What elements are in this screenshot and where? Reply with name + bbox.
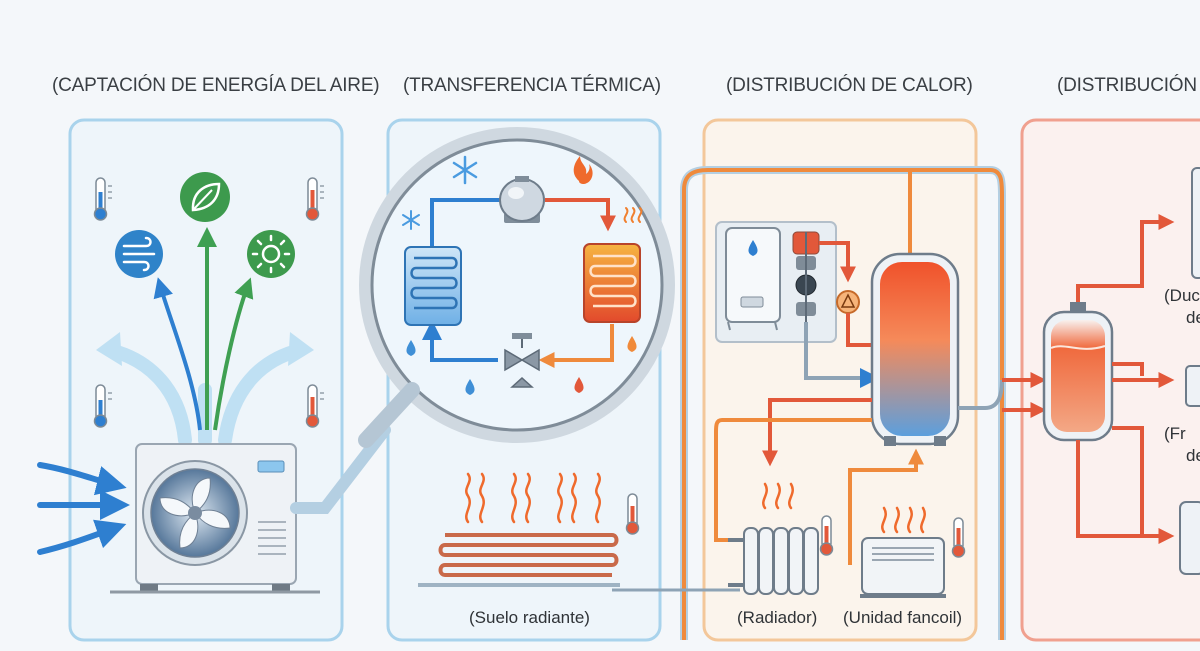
water-drop-icon bbox=[406, 340, 416, 356]
thermometer-cold-icon bbox=[93, 177, 112, 221]
heat-distribution-panel bbox=[612, 166, 1006, 640]
radiant-floor bbox=[418, 472, 620, 587]
compressor-icon bbox=[499, 176, 545, 223]
sun-icon bbox=[247, 230, 295, 278]
caption-cut-1b: de bbox=[1186, 308, 1200, 327]
boiler-panel bbox=[715, 221, 837, 343]
magnifier-handle bbox=[358, 382, 420, 448]
thermometer-hot-icon bbox=[819, 515, 834, 556]
outdoor-unit bbox=[110, 443, 320, 594]
condenser-coil bbox=[583, 243, 641, 323]
panel-heading-heat-distribution: (DISTRIBUCIÓN DE CALOR) bbox=[726, 75, 973, 96]
thermometer-hot-icon bbox=[625, 493, 640, 535]
cold-line bbox=[430, 198, 500, 247]
return-line bbox=[538, 324, 614, 368]
expansion-line bbox=[422, 320, 498, 362]
airflow-arrowhead-right bbox=[288, 332, 314, 366]
hot-drop-icon bbox=[627, 336, 637, 352]
arrow-to-wind bbox=[153, 277, 202, 431]
flame-icon bbox=[573, 156, 593, 184]
airflow-arrowhead-left bbox=[96, 332, 122, 366]
pump-icon bbox=[836, 290, 860, 314]
air-capture-panel bbox=[37, 172, 391, 594]
caption-cut-2a: (Fr bbox=[1164, 424, 1186, 443]
snowflake-small-icon bbox=[402, 210, 420, 230]
panel-heading-distribution-cut: (DISTRIBUCIÓN D bbox=[1057, 75, 1200, 96]
fan-icon bbox=[159, 477, 231, 549]
caption-cut-1a: (Duc bbox=[1164, 286, 1200, 305]
panel-heading-air-capture: (CAPTACIÓN DE ENERGÍA DEL AIRE) bbox=[52, 75, 380, 96]
heat-transfer-panel bbox=[358, 127, 675, 587]
incoming-air-arrows bbox=[37, 462, 130, 555]
heat-waves-icon bbox=[623, 207, 643, 223]
distribution-cut-panel bbox=[1002, 167, 1200, 575]
panel-heading-heat-transfer: (TRANSFERENCIA TÉRMICA) bbox=[403, 75, 661, 96]
wind-icon bbox=[115, 230, 163, 278]
water-drop-icon bbox=[465, 379, 475, 395]
evaporator-coil bbox=[404, 246, 462, 326]
caption-fancoil: (Unidad fancoil) bbox=[843, 608, 963, 627]
snowflake-icon bbox=[452, 155, 478, 185]
caption-radiant-floor: (Suelo radiante) bbox=[469, 608, 590, 627]
thermometer-hot-icon bbox=[305, 177, 324, 221]
caption-cut-2b: de bbox=[1186, 446, 1200, 465]
hot-water-tank bbox=[1042, 302, 1114, 442]
hot-loop-pipe bbox=[682, 168, 1004, 640]
thermometer-cold-icon bbox=[93, 384, 112, 428]
arrow-to-sun bbox=[213, 277, 254, 431]
leaf-icon bbox=[180, 172, 230, 222]
caption-radiator: (Radiador) bbox=[737, 608, 818, 627]
thermometer-hot-icon bbox=[305, 384, 324, 428]
connector-pipe bbox=[290, 424, 391, 514]
thermometer-hot-icon bbox=[951, 517, 966, 558]
hot-drop-icon bbox=[574, 377, 584, 393]
fancoil-icon bbox=[860, 506, 946, 598]
buffer-tank bbox=[870, 252, 960, 446]
radiator-icon bbox=[728, 482, 819, 595]
expansion-valve-icon bbox=[504, 333, 540, 388]
hot-line bbox=[545, 198, 616, 232]
